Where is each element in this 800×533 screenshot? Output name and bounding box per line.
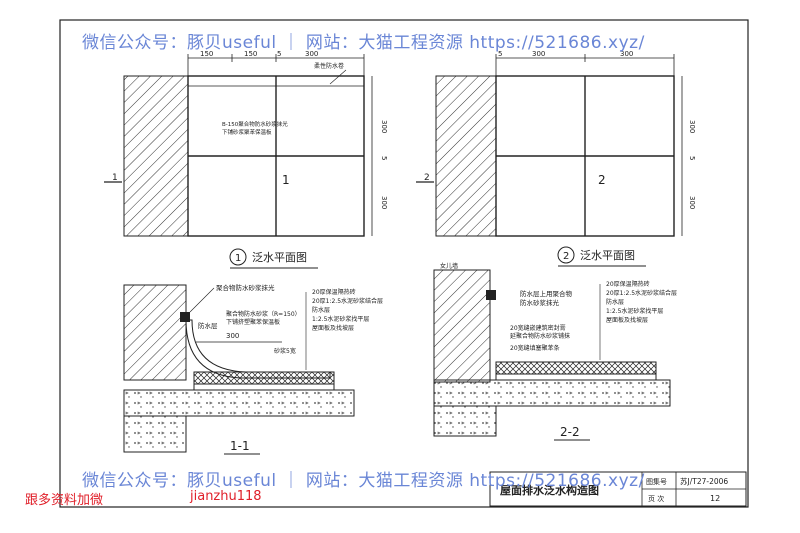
plan-title: 泛水平面图 [252, 251, 307, 264]
dim-5: 5 [277, 50, 281, 58]
note-wall: 女儿墙 [440, 262, 458, 270]
dim-side-300b: 300 [688, 196, 696, 209]
dim-5: 5 [498, 50, 502, 58]
plan-number: 1 [235, 253, 241, 264]
contact-text: 跟多资料加微 [25, 493, 104, 508]
dim-300a: 300 [532, 50, 545, 58]
watermark-bottom: 微信公众号：豚贝useful ｜ 网站：大猫工程资源 https://52168… [82, 471, 645, 491]
set-label: 图集号 [646, 477, 667, 486]
dim-300: 300 [226, 332, 239, 340]
mortar-layer [495, 373, 657, 381]
plan-number: 2 [563, 251, 569, 262]
drawing-title: 屋面排水泛水构造图 [500, 483, 599, 497]
contact-id: jianzhu118 [190, 489, 262, 504]
layer-5: 屋面板及找坡层 [312, 324, 354, 332]
dim-side-300a: 300 [688, 120, 696, 133]
note-5: 砂浆5宽 [274, 347, 296, 355]
layer-4: 1:2.5水泥砂浆找平层 [606, 307, 663, 315]
page-label: 页 次 [648, 494, 664, 503]
set-number: 苏J/T27-2006 [680, 476, 728, 486]
insulation-layer [495, 361, 657, 375]
dim-150b: 150 [244, 50, 257, 58]
layer-4: 1:2.5水泥砂浆找平层 [312, 315, 369, 323]
panel-label: 2 [598, 173, 606, 187]
slab [433, 379, 671, 407]
sheet-frame [59, 19, 749, 508]
note-3: 聚合物防水砂浆（R=150） [226, 310, 301, 318]
section-title: 2-2 [560, 425, 580, 439]
panel-label: 1 [282, 173, 290, 187]
section-2-2: 女儿墙 防水层上用聚合物 防水砂浆抹光 20宽缝嵌建筑密封膏 延聚合物防水砂浆铺… [433, 262, 677, 441]
mortar-layer [193, 383, 335, 391]
wall-hatch [123, 284, 187, 381]
layer-3: 防水层 [312, 306, 330, 314]
cut-label: 1 [112, 173, 118, 183]
wall-hatch [123, 75, 189, 237]
title-block: 屋面排水泛水构造图 图集号 苏J/T27-2006 页 次 12 [489, 471, 747, 507]
cut-label: 2 [424, 173, 430, 183]
dim-side-300a: 300 [380, 120, 388, 133]
plan-1: 150 150 5 300 300 5 300 柔性防水卷 B-150聚合物防水… [104, 50, 388, 269]
insulation-layer [193, 371, 335, 385]
layer-1: 20厚保温隔热砖 [312, 288, 356, 296]
layer-list: 20厚保温隔热砖 20厚1:2.5水泥砂浆结合层 防水层 1:2.5水泥砂浆找平… [599, 280, 677, 360]
dim-side-5: 5 [380, 156, 388, 160]
section-title: 1-1 [230, 439, 250, 453]
wall-hatch [435, 75, 497, 237]
layer-5: 屋面板及找坡层 [606, 316, 648, 324]
note-2: 防水砂浆抹光 [520, 298, 560, 307]
dim-300b: 300 [620, 50, 633, 58]
layer-2: 20厚1:2.5水泥砂浆结合层 [606, 289, 677, 297]
note-4: 下铺挤塑聚苯保温板 [226, 318, 280, 326]
plan-title: 泛水平面图 [580, 249, 635, 262]
dim-side-300b: 300 [380, 196, 388, 209]
dim-300: 300 [305, 50, 318, 58]
note-mid2: 下铺砂浆聚苯保温板 [222, 128, 272, 136]
note-2: 防水层 [198, 321, 218, 330]
note-1: 聚合物防水砂浆抹光 [216, 283, 275, 292]
layer-2: 20厚1:2.5水泥砂浆结合层 [312, 297, 383, 305]
parapet-hatch [433, 269, 491, 383]
note-5: 20宽缝填塞聚苯条 [510, 344, 560, 352]
note-1: 防水层上用聚合物 [520, 289, 573, 298]
note-4: 延聚合物防水砂浆铺抹 [510, 332, 570, 340]
note-top: 柔性防水卷 [314, 62, 344, 70]
plan-2: 5 300 300 300 5 300 2 2 2 泛水平面图 [416, 50, 696, 267]
watermark-top: 微信公众号：豚贝useful ｜ 网站：大猫工程资源 https://52168… [82, 33, 645, 53]
note-3: 20宽缝嵌建筑密封膏 [510, 324, 566, 332]
dim-side-5: 5 [688, 156, 696, 160]
note-mid: B-150聚合物防水砂浆抹光 [222, 120, 288, 128]
layer-1: 20厚保温隔热砖 [606, 280, 650, 288]
layer-list: 20厚保温隔热砖 20厚1:2.5水泥砂浆结合层 防水层 1:2.5水泥砂浆找平… [305, 288, 383, 370]
dim-150a: 150 [200, 50, 213, 58]
page-number: 12 [710, 494, 720, 503]
slab [123, 389, 355, 417]
section-1-1: 聚合物防水砂浆抹光 防水层 聚合物防水砂浆（R=150） 下铺挤塑聚苯保温板 3… [123, 283, 383, 455]
layer-3: 防水层 [606, 298, 624, 306]
